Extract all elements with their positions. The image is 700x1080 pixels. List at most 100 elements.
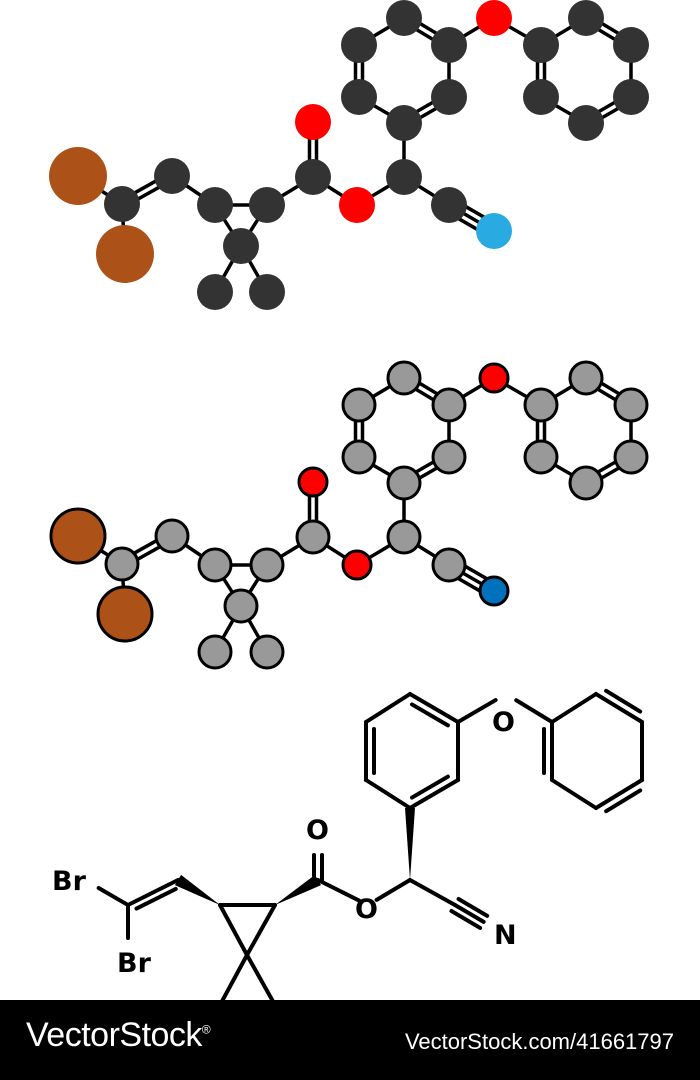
brand-logo: VectorStock® (26, 1016, 211, 1055)
atom-c (104, 546, 140, 582)
atom-c (568, 105, 604, 141)
atom-c (523, 387, 559, 423)
atom-c (431, 387, 467, 423)
atom-c (341, 79, 377, 115)
skeletal-bond (364, 692, 412, 724)
atom-c (197, 187, 233, 223)
atom-c (431, 547, 467, 583)
skeletal-bond (604, 688, 643, 714)
atom-c (341, 387, 377, 423)
registered-mark: ® (201, 1022, 211, 1037)
atom-c (613, 387, 649, 423)
atom-c (386, 519, 422, 555)
skeletal-bond (456, 896, 490, 918)
skeletal-bond (594, 778, 644, 810)
skeletal-bond (604, 788, 643, 814)
atom-c (341, 27, 377, 63)
atom-c (249, 274, 285, 310)
atom-c (386, 465, 422, 501)
skeletal-bond (374, 878, 412, 902)
space-filling-model (49, 0, 649, 310)
ester-oxygen-label: O (355, 894, 378, 925)
atom-n (476, 213, 512, 249)
atom-br (96, 585, 154, 643)
skeletal-bond (218, 903, 249, 957)
atom-c (249, 187, 285, 223)
atom-c (523, 439, 559, 475)
atom-c (197, 274, 233, 310)
atom-c (431, 79, 467, 115)
atom-br (49, 147, 107, 205)
atom-o (297, 466, 329, 498)
skeletal-bond (134, 886, 178, 911)
atom-c (613, 27, 649, 63)
brand-name: VectorStock (26, 1016, 202, 1054)
atom-o (339, 187, 375, 223)
skeletal-bond (410, 702, 450, 728)
atom-c (613, 439, 649, 475)
skeletal-bond (126, 878, 180, 907)
atom-c (568, 0, 604, 36)
atom-o (295, 104, 331, 140)
nitrile-nitrogen-label: N (494, 920, 517, 951)
atom-o (476, 0, 512, 36)
atom-c (568, 465, 604, 501)
skeletal-bond (220, 953, 249, 1000)
atom-c (386, 360, 422, 396)
atom-br (96, 225, 154, 283)
skeletal-bond (316, 878, 362, 903)
atom-c (295, 519, 331, 555)
atom-c (154, 158, 190, 194)
atom-c (223, 588, 259, 624)
atom-o (478, 362, 510, 394)
skeletal-formula: Br Br O O O N (52, 688, 644, 1000)
atom-c (386, 105, 422, 141)
skeletal-bond (449, 909, 483, 930)
ball-and-stick-model (49, 360, 649, 670)
skeletal-bond (453, 903, 486, 924)
atom-c (249, 547, 285, 583)
atom-o (341, 549, 373, 581)
atom-c (249, 634, 285, 670)
wedge-bond (174, 874, 220, 905)
skeletal-bond (408, 878, 457, 907)
atom-c (295, 159, 331, 195)
wedge-bond (275, 874, 322, 905)
stock-id: VectorStock.com/41661797 (404, 1029, 674, 1054)
skeletal-bonds (96, 688, 644, 1000)
skeletal-bond (550, 778, 598, 810)
footer-bar: VectorStock® VectorStock.com/41661797 (0, 1000, 700, 1080)
atom-n (478, 575, 510, 607)
skeletal-bond (514, 698, 554, 724)
atom-c (341, 439, 377, 475)
atom-c (613, 79, 649, 115)
skeletal-bond (550, 692, 598, 724)
skeletal-bond (364, 778, 412, 810)
skeletal-bond (96, 886, 130, 907)
atom-br (49, 507, 107, 565)
skeletal-bond (410, 774, 450, 800)
bromine-label-top: Br (52, 866, 87, 897)
atom-c (431, 27, 467, 63)
atom-c (197, 547, 233, 583)
skeletal-bond (245, 903, 277, 957)
atom-c (431, 439, 467, 475)
atom-c (104, 186, 140, 222)
wedge-bond (405, 808, 415, 880)
atom-c (386, 159, 422, 195)
atom-c (197, 634, 233, 670)
skeletal-bond (594, 692, 644, 724)
atom-c (431, 187, 467, 223)
atom-c (523, 79, 559, 115)
skeletal-bond (408, 778, 460, 810)
atom-c (386, 0, 422, 36)
bromine-label-bottom: Br (117, 948, 152, 979)
skeletal-bond (408, 692, 460, 724)
skeletal-bond (245, 953, 275, 1000)
ether-oxygen-label: O (492, 707, 515, 738)
atom-c (154, 518, 190, 554)
atom-c (223, 228, 259, 264)
atom-c (523, 27, 559, 63)
skeletal-bond (456, 698, 498, 724)
atom-c (568, 360, 604, 396)
